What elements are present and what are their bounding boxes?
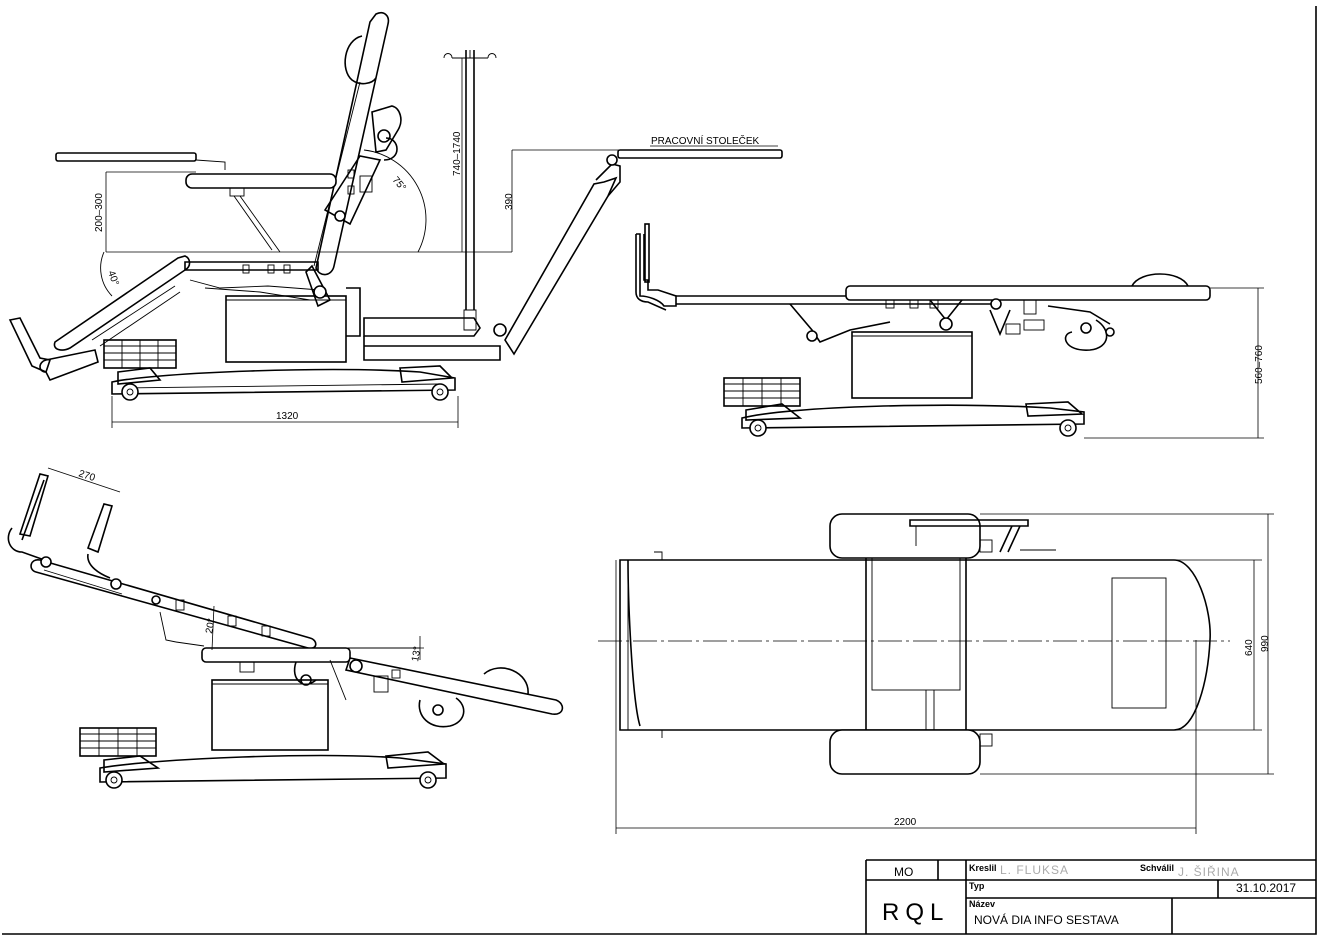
dim-angle-20: 20° [204,618,217,635]
dim-overall-width: 990 [1260,635,1271,652]
view-chair-side: PRACOVNÍ STOLEČEK 200–300 40° 75° 740–17… [8,11,783,428]
dim-bed-height: 560–760 [1254,345,1265,384]
dim-angle-13: 13° [410,646,423,663]
tb-drawn-by: L. FLUKSA [1000,863,1069,877]
label-work-table: PRACOVNÍ STOLEČEK [651,134,760,147]
tb-date: 31.10.2017 [1236,881,1296,895]
dim-overall-length: 2200 [894,817,917,828]
dim-angle-40: 40° [105,269,121,287]
dim-base-length: 1320 [276,411,299,422]
dim-legrest-length: 270 [77,468,97,484]
tb-type-label: Typ [969,881,985,891]
dim-iv-pole-height: 740–1740 [452,131,463,176]
tb-name: NOVÁ DIA INFO SESTAVA [974,912,1119,927]
tb-drawn-label: Kreslil [969,863,997,873]
tb-name-label: Název [969,899,995,909]
dim-table-offset: 390 [504,193,515,210]
view-bed-flat: 560–760 [635,223,1265,439]
sheet-frame [2,6,1317,935]
dim-angle-75: 75° [390,175,408,194]
title-block: MO RQL Kreslil L. FLUKSA Schválil J. ŠIŘ… [865,859,1316,934]
view-bed-tilted: 270 20° 13° [7,467,564,789]
tb-approved-by: J. ŠIŘINA [1178,864,1240,879]
view-top: 640 990 2200 [598,513,1274,834]
tb-logo: RQL [882,899,949,926]
tb-approved-label: Schválil [1140,863,1174,873]
dim-armrest-height: 200–300 [94,193,105,232]
dim-bed-width: 640 [1244,639,1255,656]
tb-code: MO [894,865,913,879]
